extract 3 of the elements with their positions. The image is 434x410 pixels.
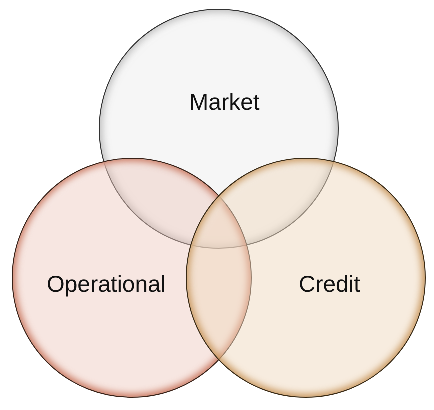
circle-label: Operational (47, 273, 166, 296)
circle-label: Market (190, 91, 260, 114)
circle-label: Credit (299, 273, 360, 296)
